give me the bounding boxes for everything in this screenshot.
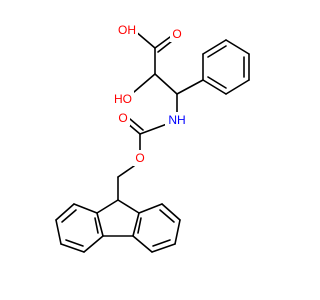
bond [151, 243, 176, 253]
atom-label-background [133, 150, 147, 166]
bond [132, 212, 140, 237]
bond [129, 118, 144, 131]
bond [55, 203, 75, 221]
atom-layer: OH O HO NH O O [112, 22, 189, 166]
bond [94, 217, 99, 234]
bond [117, 199, 140, 214]
hydroxyl-label: OH [118, 23, 136, 37]
bond [161, 203, 181, 221]
bond [207, 76, 227, 89]
atom-label-background [165, 112, 189, 128]
bond [225, 39, 250, 55]
amine-label: NH [168, 113, 185, 127]
bond [96, 212, 104, 237]
bond [157, 40, 173, 53]
molecule-diagram: OH O HO NH O O [55, 22, 250, 253]
bond [73, 203, 98, 214]
bond [60, 243, 85, 253]
bond [154, 36, 171, 49]
carbonyl-oxygen-label: O [172, 27, 181, 41]
atom-label-background [116, 110, 130, 126]
bond [137, 217, 142, 234]
bond [138, 203, 163, 214]
hydroxyl-label: HO [114, 92, 132, 106]
bond [55, 219, 62, 245]
atom-label-background [116, 22, 138, 38]
bond [96, 199, 119, 214]
bond [207, 45, 227, 58]
atom-label-background [170, 26, 184, 42]
bond [65, 239, 84, 247]
bond [202, 79, 227, 95]
bond [61, 209, 77, 223]
bond [159, 209, 175, 223]
bond [202, 39, 227, 55]
ester-oxygen-label: O [135, 151, 144, 165]
bond-layer [55, 30, 250, 253]
atom-label-background [112, 91, 134, 107]
bond [132, 235, 153, 253]
bond [139, 123, 168, 135]
bond [134, 30, 156, 49]
bond [176, 79, 204, 95]
bond [152, 239, 171, 247]
bond [117, 165, 135, 178]
bond [133, 73, 156, 93]
carbonyl-oxygen-label: O [118, 111, 127, 125]
bond [83, 235, 104, 253]
bond [174, 219, 181, 245]
bond [225, 79, 250, 95]
bond [154, 73, 178, 95]
